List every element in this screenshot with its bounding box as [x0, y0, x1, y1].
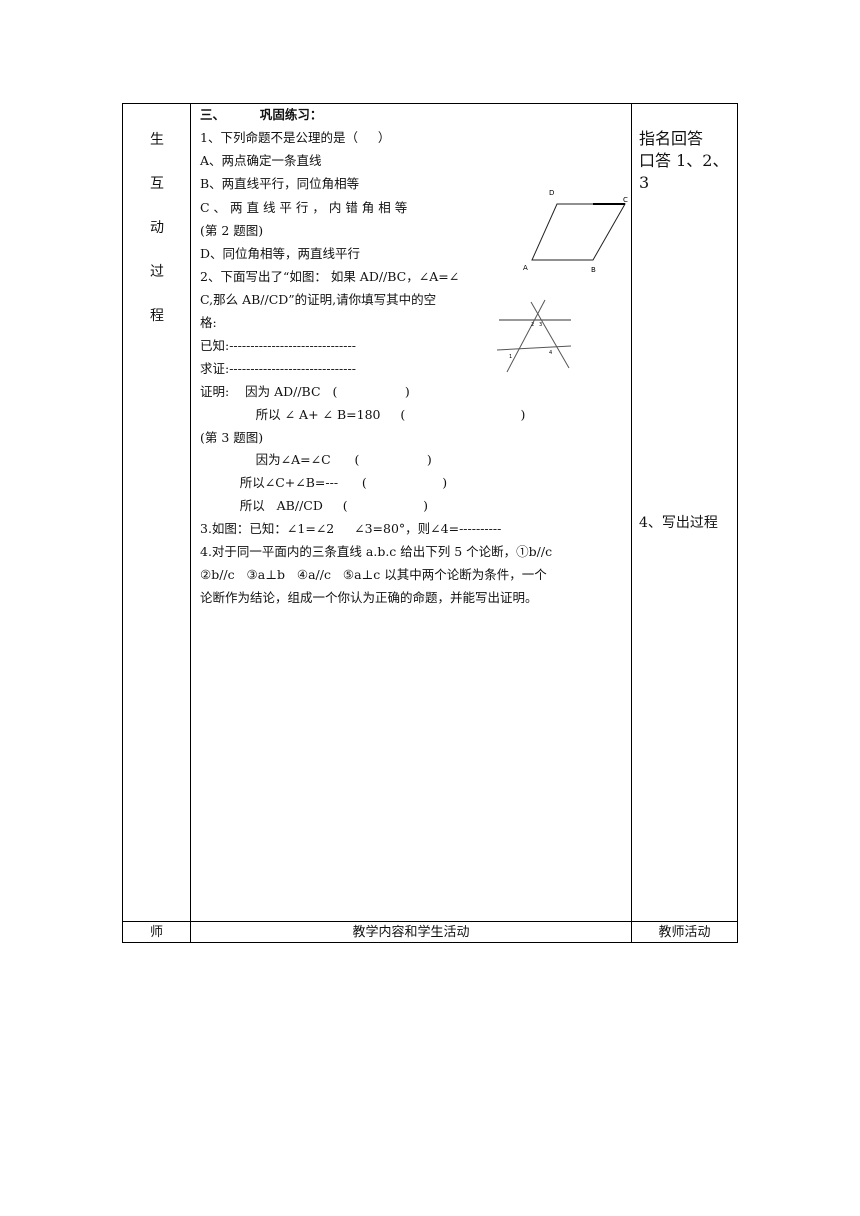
figure-transversals: 1 2 3 4	[496, 299, 572, 373]
text-line: (第 2 题图)	[200, 223, 264, 238]
text-line: C,那么 AB//CD”的证明,请你填写其中的空	[200, 292, 437, 307]
label-D: D	[549, 189, 554, 197]
text-line: (第 3 题图)	[200, 430, 264, 445]
text-line: 因为∠A=∠C ( )	[200, 452, 432, 467]
footer-divider	[123, 921, 737, 922]
text-line: 所以∠C+∠B=--- ( )	[200, 475, 448, 490]
footer-cell-teacher: 师	[149, 925, 163, 940]
column-divider-left	[190, 104, 191, 942]
text-line: 4.对于同一平面内的三条直线 a.b.c 给出下列 5 个论断，①b//c	[200, 544, 553, 559]
label-C: C	[623, 196, 628, 204]
text-line: D、同位角相等，两直线平行	[200, 246, 361, 261]
angle-label-2: 2	[531, 322, 534, 328]
angle-label-3: 3	[539, 322, 542, 328]
text-line: 所以 AB//CD ( )	[200, 498, 428, 513]
teacher-note-2: 4、写出过程	[639, 515, 718, 531]
text-line: 证明: 因为 AD//BC ( )	[200, 384, 410, 399]
text-line: 2、下面写出了“如图： 如果 AD//BC，∠A=∠	[200, 269, 460, 284]
left-char: 生	[150, 132, 164, 148]
text-line: 已知:------------------------------	[200, 338, 356, 353]
footer-cell-activity: 教师活动	[658, 925, 711, 940]
left-char: 互	[150, 176, 164, 192]
label-B: B	[591, 266, 596, 274]
note-line: 口答 1、2、	[639, 151, 729, 170]
lesson-table: 生 互 动 过 程 三、 巩固练习： 1、下列命题不是公理的是（ ） A、两点确…	[122, 103, 738, 943]
teacher-note-1: 指名回答 口答 1、2、 3	[639, 128, 728, 194]
text-line: 格:	[200, 315, 217, 330]
left-column-label: 生 互 动 过 程	[123, 130, 191, 350]
text-line: 所以 ∠ A+ ∠ B=180 ( )	[200, 407, 526, 422]
label-A: A	[523, 264, 528, 272]
text-line: 3.如图：已知：∠1=∠2 ∠3=80°，则∠4=----------	[200, 521, 502, 536]
text-line: 求证:------------------------------	[200, 361, 356, 376]
left-char: 程	[150, 308, 164, 324]
column-divider-right	[631, 104, 632, 942]
angle-label-4: 4	[549, 350, 552, 356]
text-line: B、两直线平行，同位角相等	[200, 176, 360, 191]
left-char: 动	[150, 220, 164, 236]
note-line: 指名回答	[639, 129, 704, 148]
left-char: 过	[150, 264, 164, 280]
text-line: 1、下列命题不是公理的是（ ）	[200, 130, 391, 145]
text-line: ②b//c ③a⊥b ④a//c ⑤a⊥c 以其中两个论断为条件，一个	[200, 567, 547, 582]
section-title: 三、 巩固练习：	[200, 107, 323, 122]
footer-cell-content: 教学内容和学生活动	[352, 925, 470, 940]
text-line: 论断作为结论，组成一个你认为正确的命题，并能写出证明。	[200, 590, 538, 605]
text-line: C 、 两 直 线 平 行 ， 内 错 角 相 等	[200, 200, 408, 215]
note-line: 3	[639, 173, 650, 192]
angle-label-1: 1	[509, 354, 512, 360]
figure-parallelogram: D C A B	[523, 189, 628, 274]
text-line: A、两点确定一条直线	[200, 153, 322, 168]
